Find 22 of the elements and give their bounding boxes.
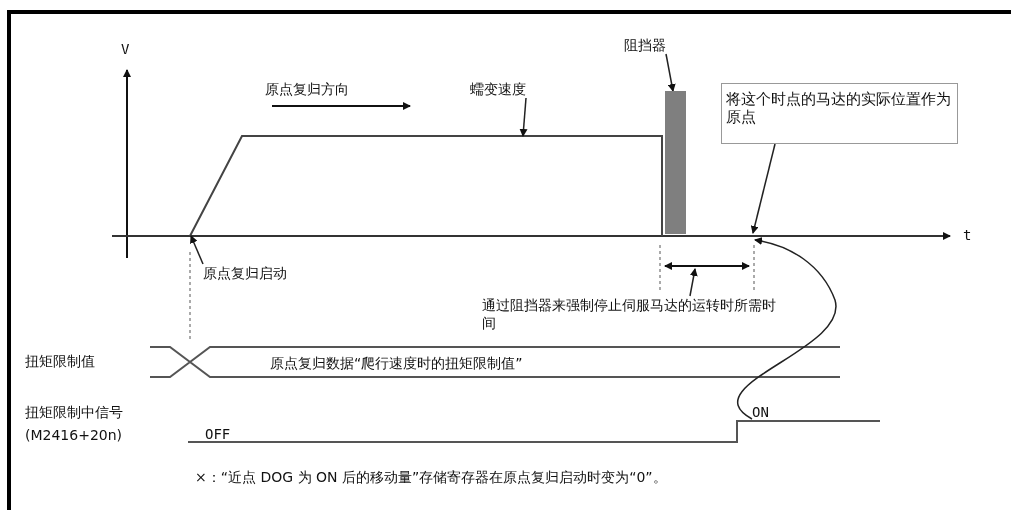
- band-label: 原点复归数据“爬行速度时的扭矩限制值”: [270, 354, 523, 372]
- velocity-curve: [189, 135, 663, 237]
- signal-name: 扭矩限制值: [25, 352, 95, 370]
- axis-label: V: [121, 40, 130, 58]
- arrow: [190, 235, 204, 265]
- signal-state-label: ON: [752, 403, 769, 421]
- callout-box: 将这个时点的马达的实际位置作为原点: [721, 83, 958, 144]
- leader-line: [750, 143, 776, 234]
- callout-text: 阻挡器: [624, 36, 666, 54]
- signal-state-label: OFF: [205, 425, 231, 443]
- callout-text: 通过阻挡器来强制停止伺服马达的运转时所需时间: [482, 296, 782, 332]
- arrow: [665, 53, 676, 92]
- signal-name: 扭矩限制中信号 (M2416+20n): [25, 403, 124, 445]
- direction-label: 原点复归方向: [265, 80, 349, 98]
- leader-line: [689, 268, 698, 297]
- arrow: [519, 97, 528, 137]
- axis-label: t: [963, 226, 972, 244]
- callout-text: 蠕变速度: [470, 80, 526, 98]
- stopper-bar: [665, 91, 686, 234]
- footnote: ×：“近点 DOG 为 ON 后的移动量”存储寄存器在原点复归启动时变为“0”。: [195, 468, 667, 486]
- curved-arrow: [736, 237, 837, 420]
- callout-text: 原点复归启动: [203, 264, 287, 282]
